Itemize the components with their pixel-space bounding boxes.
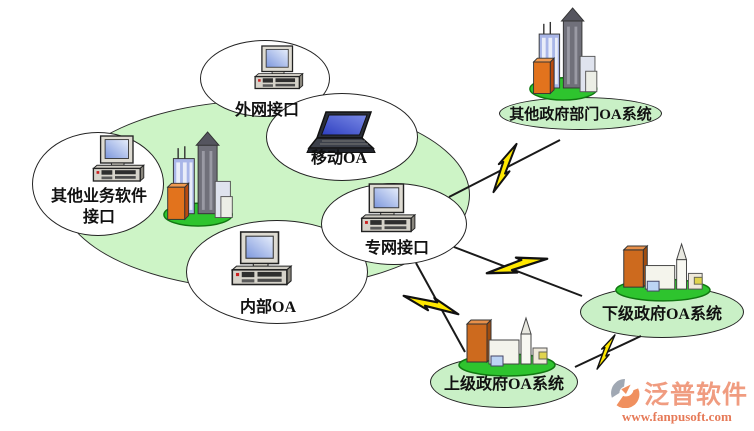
node-mobile-oa-label: 移动OA [310,150,368,167]
node-other-business-software [32,132,164,236]
node-other-software-label-line2: 接口 [82,209,116,226]
desktop-computer-icon [92,135,145,182]
fanpu-logo-icon [611,378,640,408]
node-external-interface-label: 外网接口 [234,102,300,119]
link-private-to-lower-gov [453,246,583,297]
lightning-icon [485,237,549,295]
system-other-government-oa: 其他政府部门OA系统 [499,97,662,130]
system-upper-government-label: 上级政府OA系统 [443,376,564,393]
lightning-icon [586,334,626,370]
node-private-interface-label: 专网接口 [364,240,430,257]
city-buildings-icon [458,317,556,377]
watermark-brand: 泛普软件 [643,382,748,409]
desktop-computer-icon [254,45,304,90]
laptop-icon [306,111,376,154]
node-internal-oa-label: 内部OA [239,299,297,316]
lightning-icon [477,142,533,194]
city-buildings-icon [615,243,711,302]
desktop-computer-icon [231,231,292,286]
city-buildings-icon [529,7,598,101]
city-buildings-icon [163,131,234,227]
node-other-software-label-line1: 其他业务软件 [50,188,148,205]
watermark-url: www.fanpusoft.com [621,409,732,424]
system-lower-government-label: 下级政府OA系统 [601,306,722,323]
desktop-computer-icon [360,183,416,233]
system-other-government-label: 其他政府部门OA系统 [509,107,652,123]
watermark: 泛普软件 www.fanpusoft.com [610,375,748,425]
